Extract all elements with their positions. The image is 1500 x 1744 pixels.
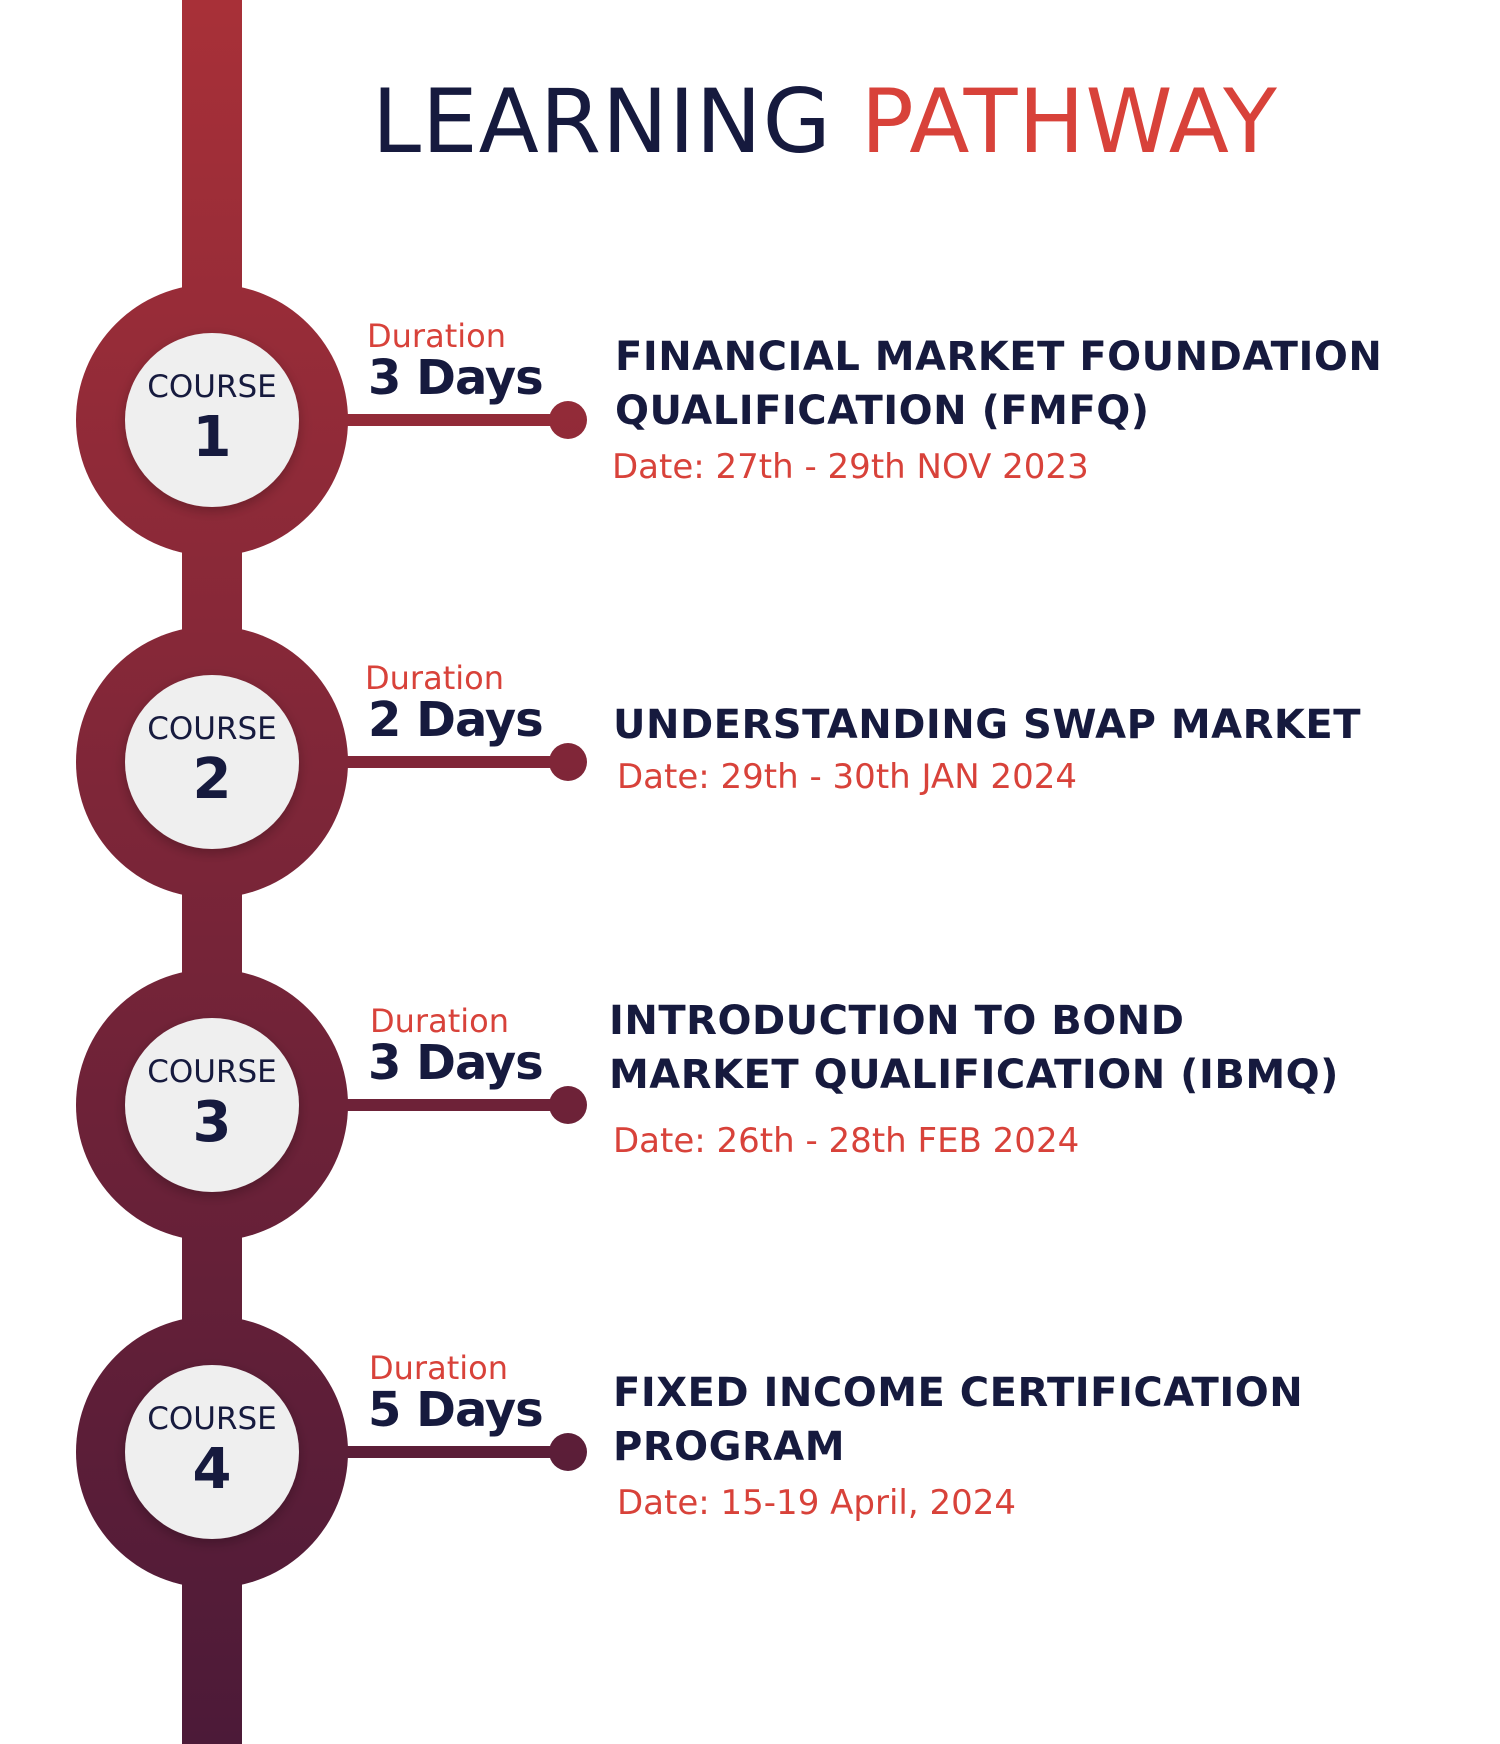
course-label: COURSE xyxy=(147,1054,277,1090)
duration-label: Duration xyxy=(367,317,506,355)
connector-dot xyxy=(549,401,587,439)
course-label: COURSE xyxy=(147,1401,277,1437)
connector-dot xyxy=(549,743,587,781)
duration-label: Duration xyxy=(369,1349,508,1387)
course-number: 1 xyxy=(192,405,232,470)
course-date: Date: 29th - 30th JAN 2024 xyxy=(617,757,1077,797)
course-date: Date: 15-19 April, 2024 xyxy=(617,1483,1016,1523)
course-number: 4 xyxy=(192,1437,232,1502)
course-title-line: QUALIFICATION (FMFQ) xyxy=(615,388,1150,434)
timeline-nodes xyxy=(125,333,299,1539)
duration-label: Duration xyxy=(370,1002,509,1040)
course-number: 2 xyxy=(192,747,232,812)
course-date: Date: 26th - 28th FEB 2024 xyxy=(613,1121,1080,1161)
course-title: INTRODUCTION TO BOND MARKET QUALIFICATION… xyxy=(609,994,1339,1102)
course-label: COURSE xyxy=(147,711,277,747)
title-part-learning: LEARNING xyxy=(372,70,832,173)
course-title-line: FINANCIAL MARKET FOUNDATION xyxy=(615,334,1383,380)
connector-line xyxy=(330,1446,568,1458)
timeline-node-badge xyxy=(125,675,299,849)
course-title-line: FIXED INCOME CERTIFICATION xyxy=(613,1370,1304,1416)
course-title-line: MARKET QUALIFICATION (IBMQ) xyxy=(609,1052,1339,1098)
course-title-line: INTRODUCTION TO BOND xyxy=(609,998,1185,1044)
page-title: LEARNING PATHWAY xyxy=(372,78,1278,166)
course-title-line: PROGRAM xyxy=(613,1424,846,1470)
connector-dot xyxy=(549,1433,587,1471)
course-title: FINANCIAL MARKET FOUNDATION QUALIFICATION… xyxy=(615,330,1382,438)
connector-line xyxy=(330,414,568,426)
course-title-line: UNDERSTANDING SWAP MARKET xyxy=(613,702,1362,748)
connector-dot xyxy=(549,1086,587,1124)
connector-line xyxy=(330,756,568,768)
course-label: COURSE xyxy=(147,369,277,405)
timeline-node-badge xyxy=(125,1018,299,1192)
timeline-node-badge xyxy=(125,1365,299,1539)
timeline-node-badge xyxy=(125,333,299,507)
title-part-pathway: PATHWAY xyxy=(860,70,1278,173)
course-number: 3 xyxy=(192,1090,232,1155)
connector-line xyxy=(330,1099,568,1111)
duration-value: 3 Days xyxy=(368,350,544,406)
duration-label: Duration xyxy=(365,659,504,697)
course-title: FIXED INCOME CERTIFICATION PROGRAM xyxy=(613,1366,1303,1474)
duration-value: 3 Days xyxy=(368,1035,544,1091)
duration-value: 5 Days xyxy=(368,1382,544,1438)
duration-value: 2 Days xyxy=(368,692,544,748)
course-date: Date: 27th - 29th NOV 2023 xyxy=(612,447,1089,487)
course-title: UNDERSTANDING SWAP MARKET xyxy=(613,698,1361,752)
